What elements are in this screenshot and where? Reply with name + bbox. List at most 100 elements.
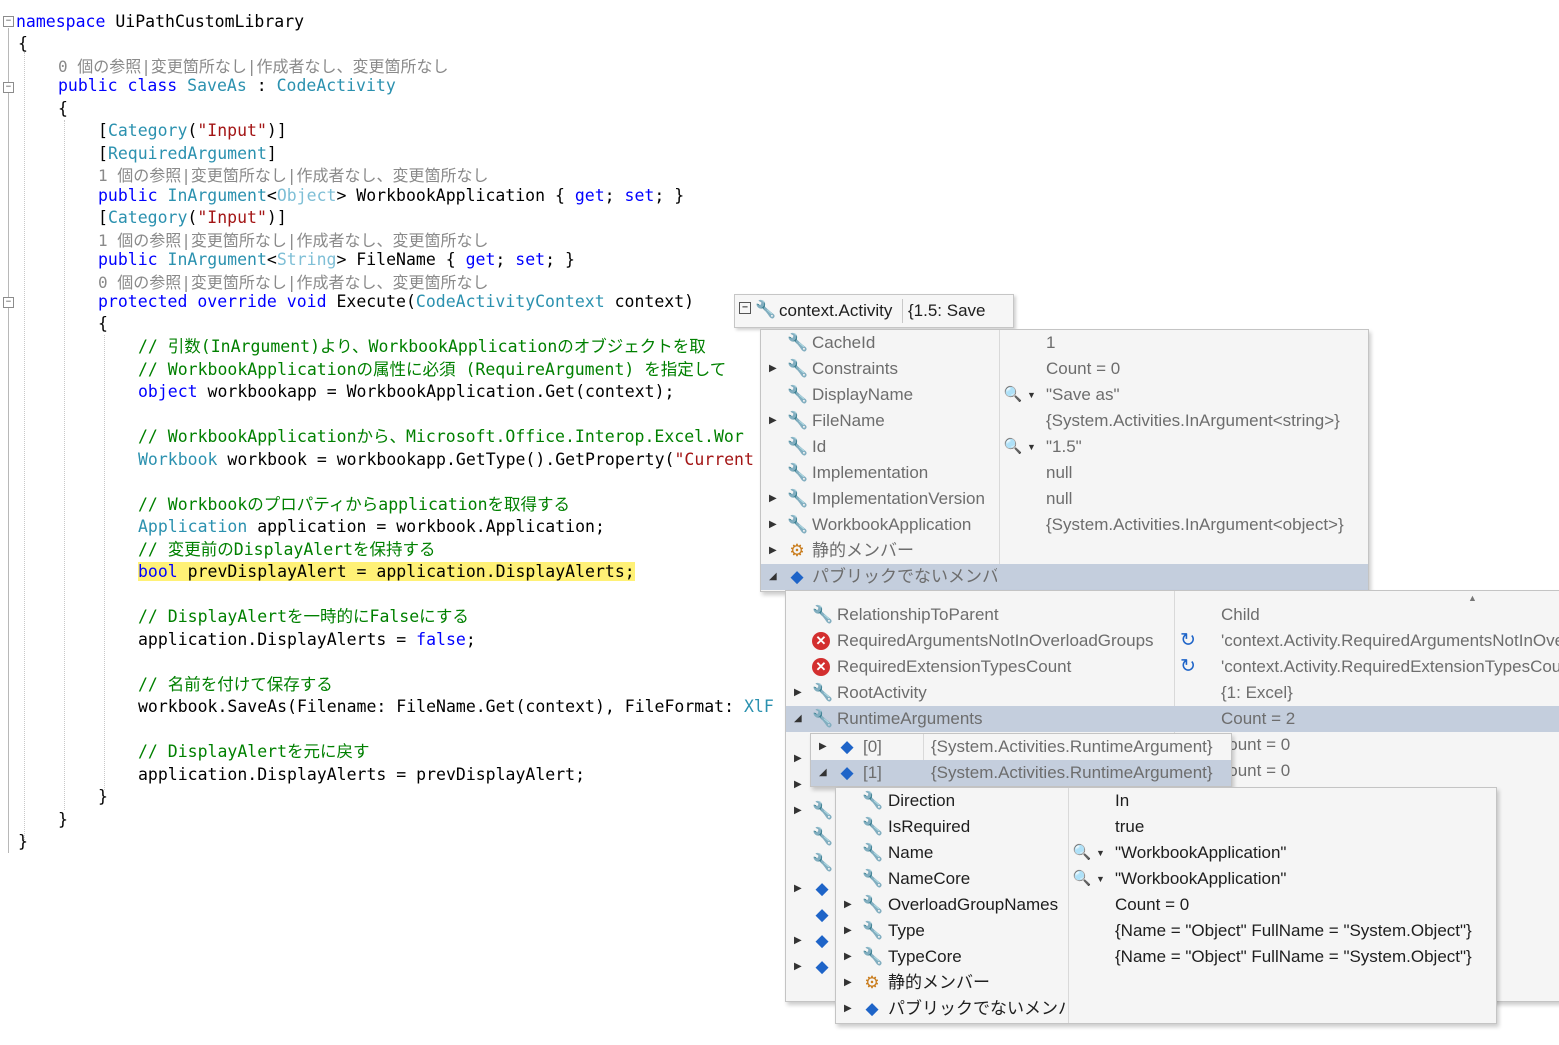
datatip-row[interactable]: ▶🔧RootActivity{1: Excel}	[786, 680, 1559, 706]
datatip-row[interactable]: ✕RequiredExtensionTypesCount↻'context.Ac…	[786, 654, 1559, 680]
datatip-row-value: 'context.Activity.RequiredArgumentsNotIn…	[1221, 631, 1559, 650]
datatip-row[interactable]: ▶◆パブリックでないメンバー	[836, 996, 1496, 1022]
code-line: public class SaveAs : CodeActivity	[58, 76, 396, 95]
datatip-row[interactable]: ▶🔧FileName{System.Activities.InArgument<…	[761, 408, 1368, 434]
magnifier-icon[interactable]: 🔍	[1003, 438, 1023, 455]
chevron-down-icon[interactable]: ▼	[1027, 390, 1036, 400]
datatip-panel-runtime-arguments[interactable]: ▶◆[0]{System.Activities.RuntimeArgument}…	[810, 733, 1232, 787]
code-line-execute: protected override void Execute(CodeActi…	[98, 292, 695, 311]
datatip-row-name: Constraints	[812, 359, 898, 378]
fold-toggle-namespace[interactable]: −	[3, 16, 14, 27]
datatip-row-value: "WorkbookApplication"	[1115, 869, 1287, 888]
wrench-property-icon: 🔧	[812, 827, 834, 846]
codelens-references[interactable]: 0 個の参照|変更箇所なし|作成者なし、変更箇所なし	[98, 273, 489, 292]
codelens-references[interactable]: 0 個の参照|変更箇所なし|作成者なし、変更箇所なし	[58, 57, 449, 76]
expand-arrow-icon[interactable]: ▶	[844, 899, 852, 910]
wrench-property-icon: 🔧	[787, 437, 809, 456]
expand-arrow-icon[interactable]: ▶	[844, 1003, 852, 1014]
expand-arrow-icon[interactable]: ▶	[794, 961, 802, 972]
datatip-row-value: Count = 0	[1046, 359, 1121, 378]
datatip-row[interactable]: 🔧Id🔍▼"1.5"	[761, 434, 1368, 460]
fold-toggle-class[interactable]: −	[3, 82, 14, 93]
error-icon: ✕	[812, 632, 830, 650]
datatip-row[interactable]: 🔧Name🔍▼"WorkbookApplication"	[836, 840, 1496, 866]
collapse-toggle-icon[interactable]: −	[739, 302, 751, 314]
magnifier-icon[interactable]: 🔍	[1072, 844, 1092, 861]
datatip-row-value	[1115, 970, 1495, 996]
expand-arrow-icon[interactable]: ▶	[794, 805, 802, 816]
datatip-row-name: WorkbookApplication	[812, 515, 972, 534]
magnifier-icon[interactable]: 🔍	[1003, 386, 1023, 403]
datatip-row[interactable]: 🔧DisplayName🔍▼"Save as"	[761, 382, 1368, 408]
scroll-up-icon[interactable]: ▲	[1468, 593, 1477, 603]
expand-arrow-icon[interactable]: ▶	[794, 883, 802, 894]
datatip-row[interactable]: ✕RequiredArgumentsNotInOverloadGroups↻'c…	[786, 628, 1559, 654]
expand-arrow-icon[interactable]: ▶	[844, 925, 852, 936]
wrench-property-icon: 🔧	[787, 411, 809, 430]
magnifier-icon[interactable]: 🔍	[1072, 870, 1092, 887]
expand-arrow-icon[interactable]: ▶	[794, 687, 802, 698]
code-comment: // DisplayAlertを元に戻す	[138, 742, 370, 761]
chevron-down-icon[interactable]: ▼	[1027, 442, 1036, 452]
datatip-row-value: {Name = "Object" FullName = "System.Obje…	[1115, 921, 1472, 940]
datatip-row-value: null	[1046, 489, 1073, 508]
expand-arrow-icon[interactable]: ▶	[819, 741, 827, 752]
datatip-row[interactable]: ▶🔧WorkbookApplication{System.Activities.…	[761, 512, 1368, 538]
code-line: Workbook workbook = workbookapp.GetType(…	[138, 450, 754, 469]
refresh-icon[interactable]: ↻	[1180, 630, 1196, 651]
expand-arrow-icon[interactable]: ▶	[844, 951, 852, 962]
expand-arrow-icon[interactable]: ▶	[844, 977, 852, 988]
expand-arrow-icon[interactable]: ▶	[769, 493, 777, 504]
refresh-icon[interactable]: ↻	[1180, 656, 1196, 677]
cube-icon: ◆	[815, 905, 829, 924]
fold-toggle-method[interactable]: −	[3, 297, 14, 308]
datatip-row-name: [0]	[863, 737, 882, 756]
datatip-header[interactable]: − 🔧 context.Activity {1.5: Save as}	[734, 294, 1014, 352]
datatip-row[interactable]: ◢◆[1]{System.Activities.RuntimeArgument}	[811, 760, 1231, 786]
expand-arrow-icon[interactable]: ▶	[769, 545, 777, 556]
code-comment: // Workbookのプロパティからapplicationを取得する	[138, 495, 571, 514]
collapse-arrow-icon[interactable]: ◢	[819, 767, 827, 778]
wrench-property-icon: 🔧	[862, 791, 884, 810]
expand-arrow-icon[interactable]: ▶	[794, 935, 802, 946]
code-line: {	[98, 314, 108, 333]
expand-arrow-icon[interactable]: ▶	[769, 519, 777, 530]
collapse-arrow-icon[interactable]: ◢	[794, 713, 802, 724]
datatip-row[interactable]: ▶⚙静的メンバー	[761, 538, 1368, 564]
expand-arrow-icon[interactable]: ▶	[794, 779, 802, 790]
expand-arrow-icon[interactable]: ▶	[769, 363, 777, 374]
datatip-row-value: {System.Activities.RuntimeArgument}	[931, 737, 1213, 756]
chevron-down-icon[interactable]: ▼	[1096, 848, 1105, 858]
expand-arrow-icon[interactable]: ▶	[769, 415, 777, 426]
datatip-row[interactable]: ▶⚙静的メンバー	[836, 970, 1496, 996]
collapse-arrow-icon[interactable]: ◢	[769, 571, 777, 582]
datatip-row[interactable]: ▶◆[0]{System.Activities.RuntimeArgument}	[811, 734, 1231, 760]
datatip-row[interactable]: ▶🔧Type{Name = "Object" FullName = "Syste…	[836, 918, 1496, 944]
datatip-row-value: "WorkbookApplication"	[1115, 843, 1287, 862]
chevron-down-icon[interactable]: ▼	[1096, 874, 1105, 884]
expand-arrow-icon[interactable]: ▶	[794, 753, 802, 764]
codelens-references[interactable]: 1 個の参照|変更箇所なし|作成者なし、変更箇所なし	[98, 231, 489, 250]
datatip-row[interactable]: 🔧NameCore🔍▼"WorkbookApplication"	[836, 866, 1496, 892]
datatip-row-name: NameCore	[888, 869, 971, 888]
datatip-row-name: Type	[888, 921, 925, 940]
datatip-row[interactable]: ◢◆パブリックでないメンバー	[761, 564, 1368, 590]
datatip-row-name: RootActivity	[837, 683, 927, 702]
datatip-row-value: Count = 0	[1216, 761, 1291, 780]
codelens-references[interactable]: 1 個の参照|変更箇所なし|作成者なし、変更箇所なし	[98, 166, 489, 185]
datatip-row[interactable]: ▶🔧TypeCore{Name = "Object" FullName = "S…	[836, 944, 1496, 970]
wrench-property-icon: 🔧	[812, 801, 834, 820]
datatip-row-value: Child	[1221, 605, 1260, 624]
